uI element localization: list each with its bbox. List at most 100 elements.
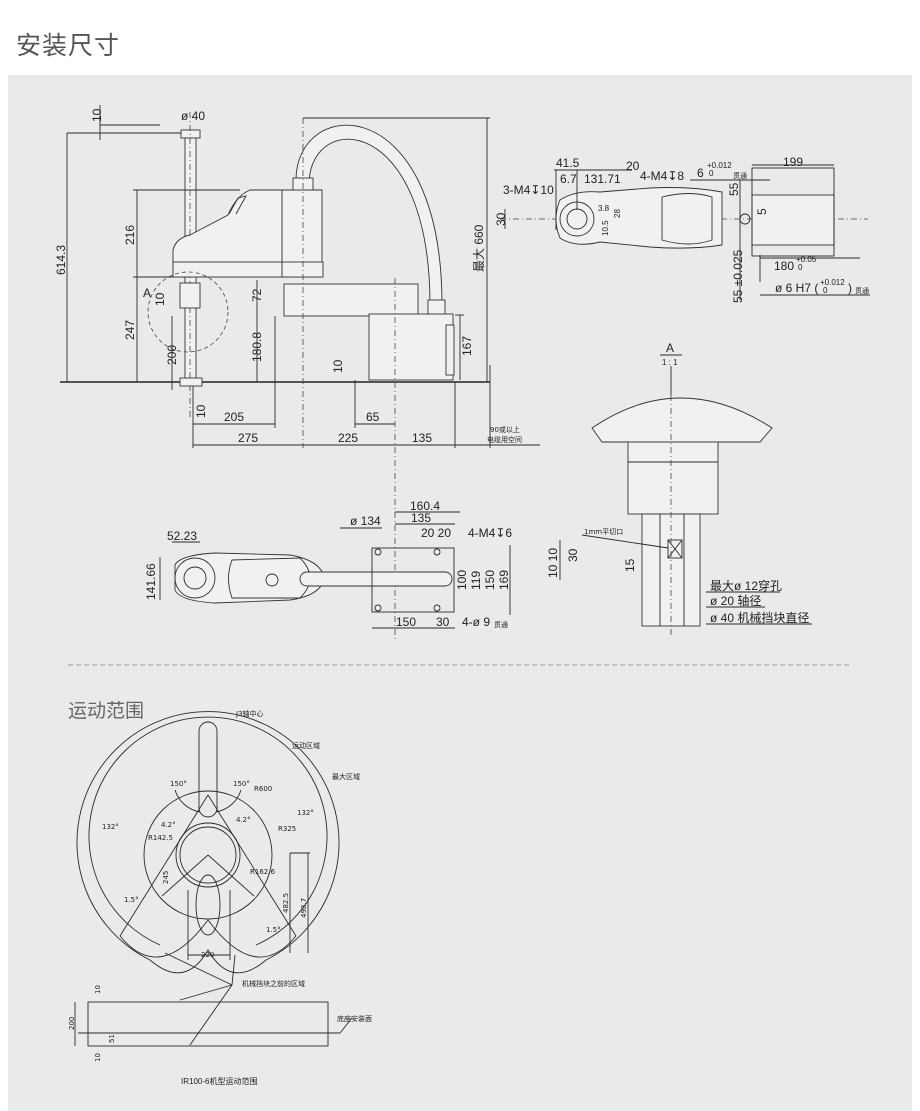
mr-label: 1.5°: [266, 926, 281, 934]
detail-marker: A: [143, 286, 151, 300]
tolerance-label: +0.05: [796, 255, 817, 264]
mr-label: 10: [94, 1053, 102, 1062]
dim-label: 3.8: [598, 204, 610, 213]
dim-label: 6: [697, 166, 704, 180]
dim-label: 65: [366, 410, 380, 424]
mr-label: 220: [201, 951, 214, 959]
dim-label: 最大 660: [472, 224, 486, 272]
mr-label: 运动区域: [292, 741, 320, 750]
base-block: [368, 313, 454, 381]
dim-label: 135: [412, 431, 432, 445]
dim-label: ø 134: [350, 514, 381, 528]
note-label: ø 40 机械挡块直径: [710, 610, 809, 625]
dim-label: 6.7: [560, 172, 577, 186]
bottom-view: 52.23 141.66 ø 134 160.4 135 20 20 4-M4↧…: [144, 499, 512, 629]
mount-block: [751, 194, 835, 246]
tolerance-label: 0: [798, 263, 803, 272]
mr-label: 482.5: [282, 893, 290, 913]
dim-label: 205: [224, 410, 244, 424]
figure-caption: IR100-6机型运动范围: [181, 1076, 257, 1086]
dim-label: 10 10: [546, 548, 560, 578]
tolerance-label: 0: [823, 286, 828, 295]
dim-label: 10: [153, 292, 167, 306]
dim-label: 275: [238, 431, 258, 445]
dim-label: 5: [755, 208, 769, 215]
dim-label: ): [848, 281, 852, 295]
motion-range-diagram: 运动范围 J3轴中心 运动区域 R600 最大区域 150°: [68, 700, 372, 1086]
dim-label: 4-M4↧8: [640, 169, 684, 183]
tolerance-label: 0: [709, 169, 714, 178]
tolerance-label: +0.012: [820, 278, 845, 287]
dim-label: 20: [626, 159, 640, 173]
dim-label: 247: [123, 320, 137, 340]
arm1-housing: [172, 189, 323, 278]
dim-label: 150: [483, 570, 497, 590]
dim-label: 10: [90, 108, 104, 122]
dim-label: 169: [497, 570, 511, 590]
dim-label: 4-ø 9: [462, 615, 490, 629]
dim-label: 3-M4↧10: [503, 183, 554, 197]
mr-label: 150°: [170, 780, 187, 788]
mr-label: 机械挡块之前的区域: [242, 979, 305, 988]
mr-label: 1.5°: [124, 896, 139, 904]
j3-outline: [198, 721, 218, 818]
mr-label: R162.6: [250, 868, 275, 876]
note-label: 电缆用空间: [487, 435, 522, 444]
dim-label: 131.71: [584, 172, 621, 186]
scale-label: 1 : 1: [662, 358, 678, 367]
detail-a-circle: [147, 271, 229, 353]
link-rod: [299, 571, 453, 587]
arm1-band: [172, 261, 324, 278]
section-title: 运动范围: [68, 700, 144, 722]
dim-label: 10: [194, 404, 208, 418]
mr-label: R142.5: [148, 834, 173, 842]
dim-label: 180: [774, 259, 794, 273]
drawing-panel: [8, 75, 912, 1111]
dim-label: 15: [623, 558, 637, 572]
dim-label: ø 40: [181, 109, 205, 123]
page-title: 安装尺寸: [16, 31, 121, 60]
tool-flange: [179, 282, 201, 309]
stopper-cap: [591, 397, 773, 443]
dim-label: 100: [455, 570, 469, 590]
dim-label: 55: [727, 182, 741, 196]
dim-label: 216: [123, 225, 137, 245]
dim-label: 200: [165, 345, 179, 365]
dim-label: ø 6 H7 (: [775, 281, 818, 295]
dim-label: 30: [436, 615, 450, 629]
mr-label: 150°: [233, 780, 250, 788]
dim-label: 135: [411, 511, 431, 525]
mr-label: 4.2°: [161, 821, 176, 829]
note-label: 1mm平切口: [584, 528, 623, 536]
dim-label: 167: [460, 336, 474, 356]
view-label: A: [666, 341, 674, 355]
dim-label: 28: [613, 209, 622, 218]
dim-label: 150: [396, 615, 416, 629]
dim-label: 160.4: [410, 499, 440, 513]
mr-label: 最大区域: [332, 772, 360, 781]
dim-label: 199: [783, 155, 803, 169]
dim-label: 180.8: [250, 332, 264, 362]
mr-label: 10: [94, 985, 102, 994]
mr-label: 4.2°: [236, 816, 251, 824]
mr-label: 132°: [102, 823, 119, 831]
mount-plate: [371, 547, 455, 613]
mr-label: R325: [278, 825, 296, 833]
column: [627, 441, 719, 515]
mr-label: 498.7: [300, 898, 308, 918]
dim-label: 4-M4↧6: [468, 526, 512, 540]
dim-label: 55 ±0.025: [731, 249, 745, 303]
note-label: 90或以上: [490, 425, 520, 434]
dim-label: 225: [338, 431, 358, 445]
dim-label: 52.23: [167, 529, 197, 543]
mr-label: R600: [254, 785, 272, 793]
mr-label: 132°: [297, 809, 314, 817]
arm2: [283, 283, 419, 317]
note-label: 贯通: [494, 620, 508, 629]
shaft-cap: [180, 129, 201, 139]
dim-label: 20 20: [421, 526, 451, 540]
note-label: 贯通: [733, 171, 747, 180]
tolerance-label: +0.012: [707, 161, 732, 170]
dim-label: 614.3: [54, 245, 68, 275]
